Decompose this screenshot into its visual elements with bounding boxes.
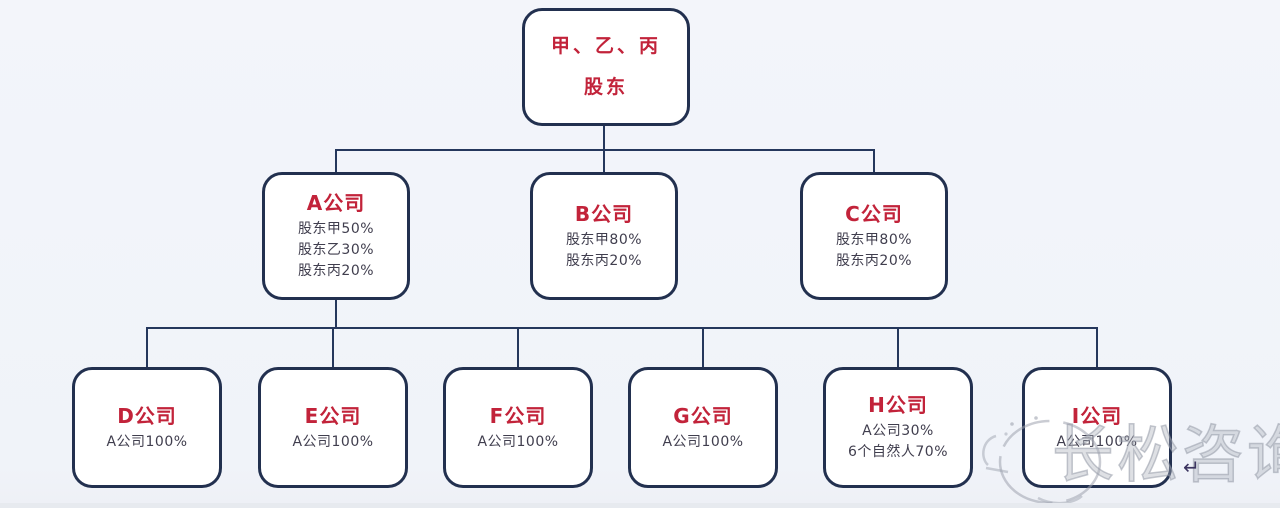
holder-line: A公司100%	[292, 433, 374, 450]
node-company-h-holders: A公司30% 6个自然人70%	[848, 421, 948, 463]
bottom-edge-divider	[0, 503, 1280, 508]
node-company-a-title: A公司	[306, 191, 366, 215]
return-arrow-icon: ↵	[1183, 455, 1200, 479]
holder-line: A公司30%	[862, 423, 934, 439]
node-company-a-holders: 股东甲50% 股东乙30% 股东丙20%	[298, 219, 374, 282]
node-company-b-holders: 股东甲80% 股东丙20%	[566, 230, 642, 272]
node-company-e-holders: A公司100%	[292, 432, 373, 453]
connector-drop-e	[332, 327, 334, 368]
node-shareholders-line2: 股东	[583, 76, 628, 98]
node-company-d: D公司 A公司100%	[72, 367, 222, 488]
node-company-e-title: E公司	[304, 403, 362, 428]
node-shareholders: 甲、乙、丙 股东	[522, 8, 690, 126]
connector-drop-f	[517, 327, 519, 368]
connector-level2-horizontal	[146, 327, 1098, 329]
node-company-d-title: D公司	[117, 403, 177, 428]
holder-line: 股东甲50%	[297, 221, 375, 237]
node-company-e: E公司 A公司100%	[258, 367, 408, 488]
node-company-i-holders: A公司100%	[1056, 432, 1137, 453]
connector-drop-b	[603, 149, 605, 173]
node-company-f-title: F公司	[489, 403, 547, 428]
holder-line: A公司100%	[1056, 433, 1138, 450]
node-company-f-holders: A公司100%	[477, 432, 558, 453]
connector-root-down	[603, 124, 605, 150]
holder-line: 股东甲80%	[565, 231, 643, 248]
node-company-g-title: G公司	[673, 403, 733, 428]
holder-line: 股东乙30%	[297, 242, 375, 258]
holder-line: A公司100%	[662, 433, 744, 450]
connector-drop-h	[897, 327, 899, 368]
connector-drop-d	[146, 327, 148, 368]
holder-line: A公司100%	[106, 433, 188, 450]
connector-drop-a	[335, 149, 337, 173]
holder-line: 股东丙20%	[297, 263, 375, 279]
node-company-g: G公司 A公司100%	[628, 367, 778, 488]
node-company-i-title: I公司	[1071, 403, 1123, 428]
node-company-c-holders: 股东甲80% 股东丙20%	[836, 230, 912, 272]
holder-line: A公司100%	[477, 433, 559, 450]
holder-line: 股东甲80%	[835, 231, 913, 248]
node-company-h-title: H公司	[868, 393, 928, 417]
node-company-c: C公司 股东甲80% 股东丙20%	[800, 172, 948, 300]
node-company-d-holders: A公司100%	[106, 432, 187, 453]
connector-drop-i	[1096, 327, 1098, 368]
node-company-i: I公司 A公司100%	[1022, 367, 1172, 488]
holder-line: 股东丙20%	[835, 252, 913, 269]
node-company-h: H公司 A公司30% 6个自然人70%	[823, 367, 973, 488]
holder-line: 6个自然人70%	[847, 444, 949, 460]
holder-line: 股东丙20%	[565, 252, 643, 269]
connector-drop-g	[702, 327, 704, 368]
node-company-a: A公司 股东甲50% 股东乙30% 股东丙20%	[262, 172, 410, 300]
node-company-b: B公司 股东甲80% 股东丙20%	[530, 172, 678, 300]
node-company-c-title: C公司	[845, 201, 903, 226]
node-company-b-title: B公司	[574, 201, 634, 226]
node-shareholders-line1: 甲、乙、丙	[550, 35, 661, 58]
connector-a-down	[335, 298, 337, 328]
node-company-f: F公司 A公司100%	[443, 367, 593, 488]
connector-drop-c	[873, 149, 875, 173]
connector-level1-horizontal	[335, 149, 875, 151]
node-company-g-holders: A公司100%	[662, 432, 743, 453]
